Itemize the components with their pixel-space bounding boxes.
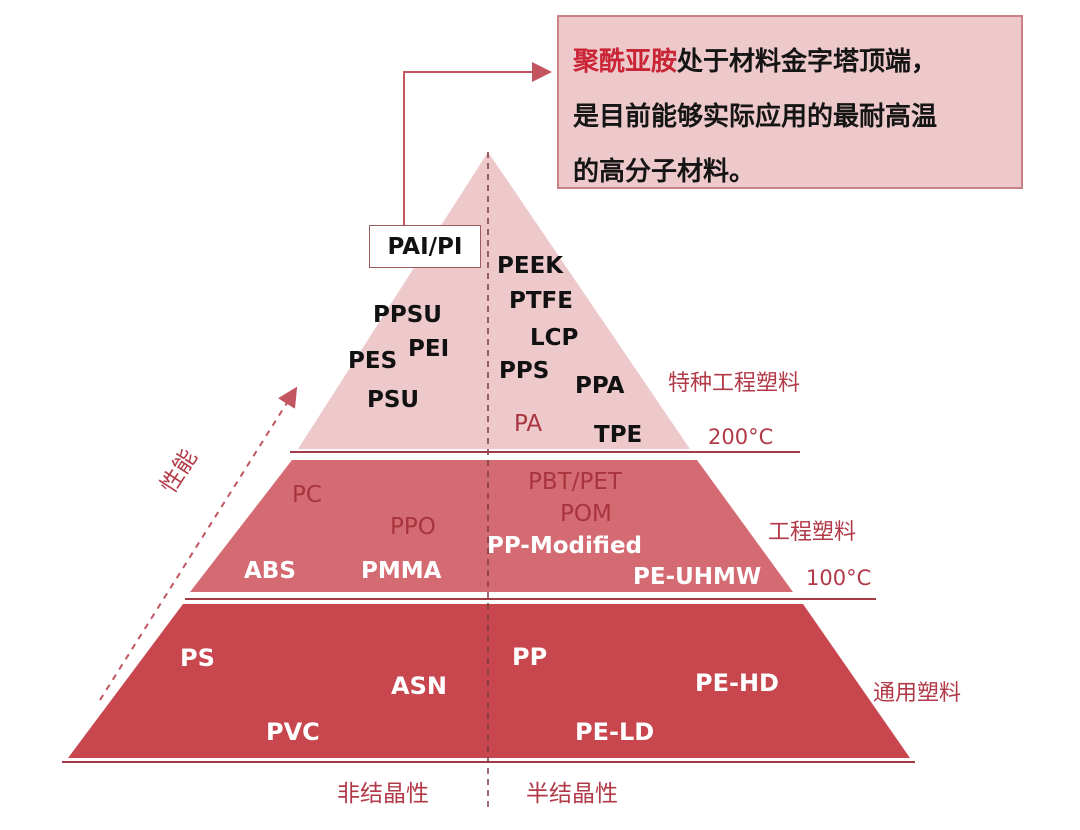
callout-line3: 的高分子材料。 bbox=[573, 157, 756, 187]
tier-special bbox=[298, 152, 690, 449]
callout-highlight: 聚酰亚胺 bbox=[573, 47, 678, 77]
material-tpe: TPE bbox=[594, 422, 643, 448]
material-pe-hd: PE-HD bbox=[695, 669, 779, 697]
material-peek: PEEK bbox=[497, 253, 564, 279]
tier-label-engineering: 工程塑料 bbox=[768, 520, 857, 545]
material-pom: POM bbox=[560, 501, 612, 527]
tier-label-general: 通用塑料 bbox=[873, 681, 962, 706]
material-lcp: LCP bbox=[530, 325, 579, 351]
material-pes: PES bbox=[348, 348, 398, 374]
performance-arrow bbox=[99, 386, 298, 701]
callout-box: 聚酰亚胺处于材料金字塔顶端， 是目前能够实际应用的最耐高温 的高分子材料。 bbox=[557, 15, 1023, 189]
material-ppsu: PPSU bbox=[373, 302, 442, 328]
material-pvc: PVC bbox=[266, 718, 320, 746]
tier-engineering bbox=[190, 460, 793, 592]
callout-line2: 是目前能够实际应用的最耐高温 bbox=[573, 102, 938, 132]
temp-200c: 200°C bbox=[708, 425, 774, 449]
callout-arrow bbox=[403, 62, 552, 225]
material-ppa: PPA bbox=[575, 373, 625, 399]
material-pp: PP bbox=[512, 643, 548, 671]
material-psu: PSU bbox=[367, 387, 420, 413]
material-pp-modified: PP-Modified bbox=[487, 533, 643, 559]
material-asn: ASN bbox=[391, 672, 447, 700]
material-pps: PPS bbox=[499, 358, 550, 384]
temp-100c: 100°C bbox=[806, 566, 872, 590]
label-semicrystalline: 半结晶性 bbox=[526, 781, 618, 807]
material-pc: PC bbox=[292, 482, 322, 508]
material-pe-ld: PE-LD bbox=[575, 718, 655, 746]
material-pmma: PMMA bbox=[361, 558, 442, 584]
callout-line1: 处于材料金字塔顶端， bbox=[677, 47, 938, 77]
material-ps: PS bbox=[180, 644, 215, 672]
material-pei: PEI bbox=[408, 336, 450, 362]
material-ppo: PPO bbox=[390, 514, 436, 540]
material-pe-uhmw: PE-UHMW bbox=[633, 564, 762, 590]
material-ptfe: PTFE bbox=[509, 288, 573, 314]
pai-pi-box: PAI/PI bbox=[369, 225, 481, 268]
tier-label-special: 特种工程塑料 bbox=[668, 371, 801, 396]
material-pa: PA bbox=[514, 411, 543, 437]
material-pbt-pet: PBT/PET bbox=[528, 469, 622, 495]
callout-text: 聚酰亚胺处于材料金字塔顶端， 是目前能够实际应用的最耐高温 的高分子材料。 bbox=[573, 35, 1007, 200]
tier-general bbox=[68, 604, 910, 758]
material-abs: ABS bbox=[244, 558, 296, 584]
label-amorphous: 非结晶性 bbox=[337, 781, 429, 807]
